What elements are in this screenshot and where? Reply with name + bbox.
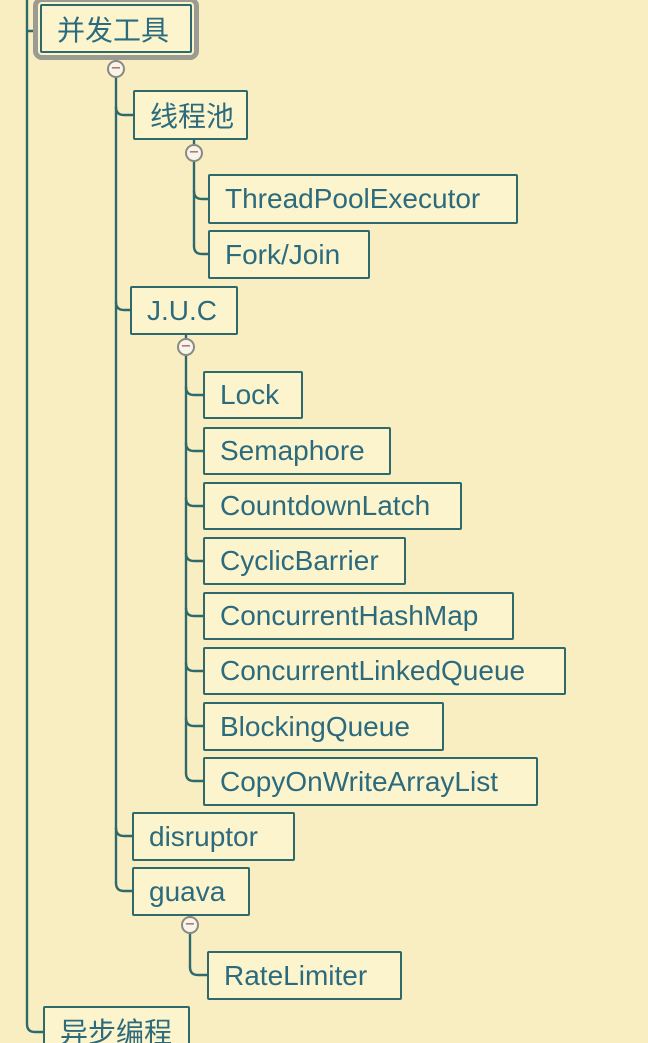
node-concurrent-linked-queue[interactable]: ConcurrentLinkedQueue	[203, 647, 566, 695]
connector-branch-concurrent-hashmap	[184, 606, 205, 618]
connector-branch-copy-on-write-arraylist	[184, 771, 205, 783]
node-blocking-queue[interactable]: BlockingQueue	[203, 702, 444, 751]
connector-branch-lock	[184, 385, 205, 397]
connector-left-trunk	[25, 0, 45, 1034]
connector-branch-blocking-queue	[184, 716, 205, 728]
connector-branch-concurrent-linked-queue	[184, 661, 205, 673]
connector-branch-juc	[114, 300, 132, 312]
node-thread-pool-executor[interactable]: ThreadPoolExecutor	[208, 174, 518, 224]
minus-glyph: −	[188, 145, 200, 160]
connector-branch-thread-pool-executor	[192, 189, 210, 201]
collapse-icon-thread-pool[interactable]: −	[185, 144, 203, 162]
connector-branch-countdown-latch	[184, 496, 205, 508]
connector-branch-fork-join	[192, 244, 210, 256]
collapse-icon-juc[interactable]: −	[177, 338, 195, 356]
node-disruptor[interactable]: disruptor	[132, 812, 295, 861]
connector-branch-cyclic-barrier	[184, 551, 205, 563]
node-concurrency-tools[interactable]: 并发工具	[40, 4, 192, 53]
minus-glyph: −	[180, 339, 192, 354]
node-countdown-latch[interactable]: CountdownLatch	[203, 482, 462, 530]
connector-branch-semaphore	[184, 441, 205, 453]
connector-branch-thread-pool	[114, 105, 135, 117]
node-guava[interactable]: guava	[132, 867, 250, 916]
minus-glyph: −	[184, 917, 196, 932]
node-lock[interactable]: Lock	[203, 371, 303, 419]
node-rate-limiter[interactable]: RateLimiter	[207, 951, 402, 1000]
connector-branch-guava	[114, 881, 134, 893]
node-fork-join[interactable]: Fork/Join	[208, 230, 370, 279]
connector-branch-disruptor	[114, 826, 134, 838]
selection-highlight: 并发工具	[33, 0, 199, 60]
node-copy-on-write-arraylist[interactable]: CopyOnWriteArrayList	[203, 757, 538, 806]
node-concurrent-hashmap[interactable]: ConcurrentHashMap	[203, 592, 514, 640]
collapse-icon-guava[interactable]: −	[181, 916, 199, 934]
node-async-programming[interactable]: 异步编程	[43, 1006, 190, 1043]
node-cyclic-barrier[interactable]: CyclicBarrier	[203, 537, 406, 585]
collapse-icon-concurrency-tools[interactable]: −	[107, 60, 125, 78]
minus-glyph: −	[110, 61, 122, 76]
node-juc[interactable]: J.U.C	[130, 286, 238, 335]
node-thread-pool[interactable]: 线程池	[133, 90, 248, 140]
connector-branch-rate-limiter	[188, 965, 209, 977]
node-semaphore[interactable]: Semaphore	[203, 427, 391, 475]
